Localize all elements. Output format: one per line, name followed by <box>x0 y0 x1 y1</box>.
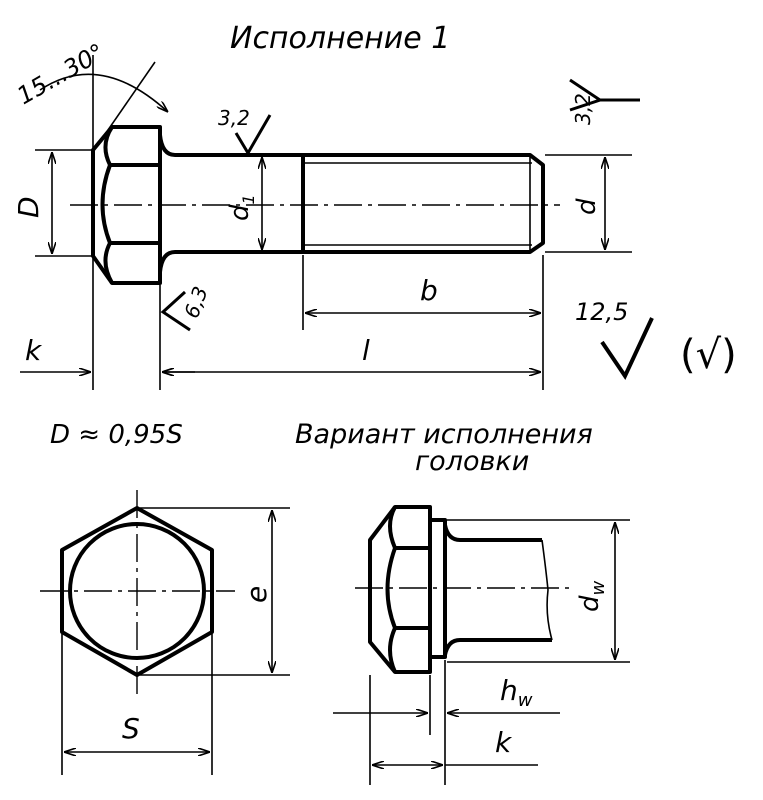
dim-e: e <box>240 586 273 603</box>
thread-lines <box>305 155 532 252</box>
dim-l: l <box>362 334 370 367</box>
dim-D: D <box>12 196 45 218</box>
head-hex-faces <box>100 125 158 284</box>
variant-line2: головки <box>415 446 529 477</box>
dim-k: k <box>25 334 43 367</box>
dim-d: d <box>572 198 602 215</box>
bolt-side-view <box>70 125 560 285</box>
roughness-marks: 3,2 3,2 6,3 12,5 (√) <box>160 78 737 381</box>
dimensions-main: D d1 d b l k 15...30° <box>12 38 632 390</box>
bolt-shank <box>158 134 545 273</box>
variant-line1: Вариант исполнения <box>295 419 593 450</box>
roughness-check-icon <box>600 317 654 381</box>
roughness-check-icon <box>160 290 191 332</box>
dim-k2: k <box>495 726 513 759</box>
roughness-shank: 3,2 <box>218 106 250 130</box>
hex-end-view: e S <box>40 490 290 775</box>
formula: D ≈ 0,95S <box>50 420 183 450</box>
dim-hw: hw <box>500 674 533 711</box>
roughness-check-icon <box>234 114 272 156</box>
dim-dw: dw <box>575 580 609 612</box>
roughness-check-icon <box>569 78 640 112</box>
dim-S: S <box>122 712 140 745</box>
flanged-head-view: dw hw k <box>333 505 630 785</box>
dim-d1: d1 <box>225 194 258 221</box>
roughness-head: 6,3 <box>179 283 212 321</box>
title: Исполнение 1 <box>230 21 450 56</box>
roughness-general-paren: (√) <box>680 332 737 378</box>
roughness-general: 12,5 <box>575 298 628 326</box>
dim-b: b <box>420 274 438 307</box>
